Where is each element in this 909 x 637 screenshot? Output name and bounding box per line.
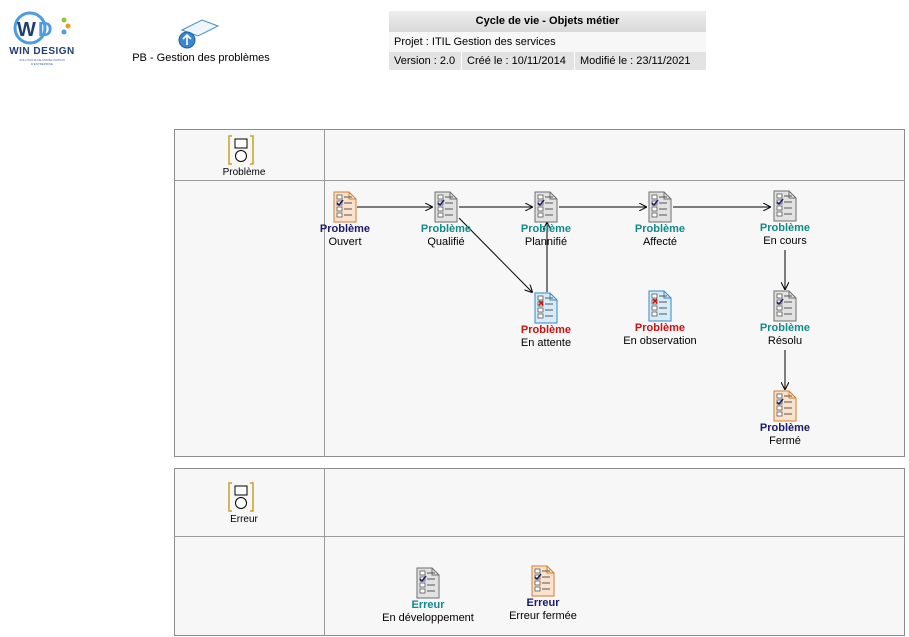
state-name-label: En cours bbox=[763, 235, 807, 247]
document-state-icon bbox=[483, 565, 603, 597]
process-label[interactable]: PB - Gestion des problèmes bbox=[132, 52, 270, 64]
diagram-info-box: Cycle de vie - Objets métier Projet : IT… bbox=[389, 11, 706, 70]
state-name-label: Ouvert bbox=[328, 236, 362, 248]
logo-text: WIN DESIGN bbox=[9, 46, 75, 57]
transition-qualifie-enattente[interactable] bbox=[458, 217, 532, 292]
state-object-label: Erreur bbox=[526, 597, 560, 609]
state-object-label: Problème bbox=[319, 223, 371, 235]
version-row: Version : 2.0 Créé le : 10/11/2014 Modif… bbox=[389, 52, 706, 70]
state-object-label: Problème bbox=[520, 324, 572, 336]
windesign-logo: W D WIN DESIGN SOLUTIONS DE MODELISATION… bbox=[8, 10, 76, 66]
business-object-icon bbox=[228, 135, 254, 168]
svg-text:D: D bbox=[38, 19, 52, 41]
document-state-icon bbox=[285, 191, 405, 223]
state-object-label: Problème bbox=[420, 223, 472, 235]
created-date: Créé le : 10/11/2014 bbox=[462, 52, 575, 70]
state-name-label: En attente bbox=[520, 337, 572, 349]
state-object-label: Problème bbox=[634, 322, 686, 334]
state-name-label: En observation bbox=[623, 335, 697, 347]
lane-divider bbox=[174, 536, 905, 537]
diagram-title: Cycle de vie - Objets métier bbox=[389, 11, 706, 32]
state-name-label: Fermé bbox=[769, 435, 801, 447]
state-name-label: Qualifié bbox=[427, 236, 465, 248]
state-object-label: Problème bbox=[759, 222, 811, 234]
lane-divider bbox=[324, 129, 325, 457]
project-row: Projet : ITIL Gestion des services bbox=[389, 32, 706, 52]
process-upload-icon[interactable] bbox=[176, 18, 222, 52]
lane-label-erreur: Erreur bbox=[230, 514, 258, 525]
document-state-icon bbox=[486, 292, 606, 324]
business-object-icon bbox=[228, 482, 254, 515]
document-state-icon bbox=[386, 191, 506, 223]
state-object-label: Problème bbox=[634, 223, 686, 235]
lane-divider bbox=[174, 180, 905, 181]
document-state-icon bbox=[725, 290, 845, 322]
document-state-icon bbox=[368, 567, 488, 599]
document-state-icon bbox=[600, 191, 720, 223]
windesign-logo-icon: W D bbox=[13, 11, 71, 45]
state-object-label: Problème bbox=[759, 422, 811, 434]
modified-date: Modifié le : 23/11/2021 bbox=[580, 55, 691, 67]
document-state-icon bbox=[600, 290, 720, 322]
document-state-icon bbox=[486, 191, 606, 223]
state-object-label: Erreur bbox=[411, 599, 445, 611]
swimlane-erreur bbox=[174, 468, 905, 636]
logo-subtitle: SOLUTIONS DE MODELISATION D'ENTREPRISE bbox=[19, 58, 65, 66]
state-name-label: Plannifié bbox=[524, 236, 568, 248]
lane-label-probleme: Problème bbox=[222, 167, 266, 178]
svg-text:W: W bbox=[17, 19, 36, 41]
state-name-label: Affecté bbox=[642, 236, 678, 248]
version-value: Version : 2.0 bbox=[389, 52, 462, 70]
project-name: Projet : ITIL Gestion des services bbox=[394, 36, 556, 48]
state-object-label: Problème bbox=[520, 223, 572, 235]
state-name-label: Résolu bbox=[767, 335, 803, 347]
state-name-label: Erreur fermée bbox=[509, 610, 577, 622]
document-state-icon bbox=[725, 390, 845, 422]
document-state-icon bbox=[725, 190, 845, 222]
state-object-label: Problème bbox=[759, 322, 811, 334]
lane-divider bbox=[324, 468, 325, 636]
state-name-label: En développement bbox=[382, 612, 474, 624]
